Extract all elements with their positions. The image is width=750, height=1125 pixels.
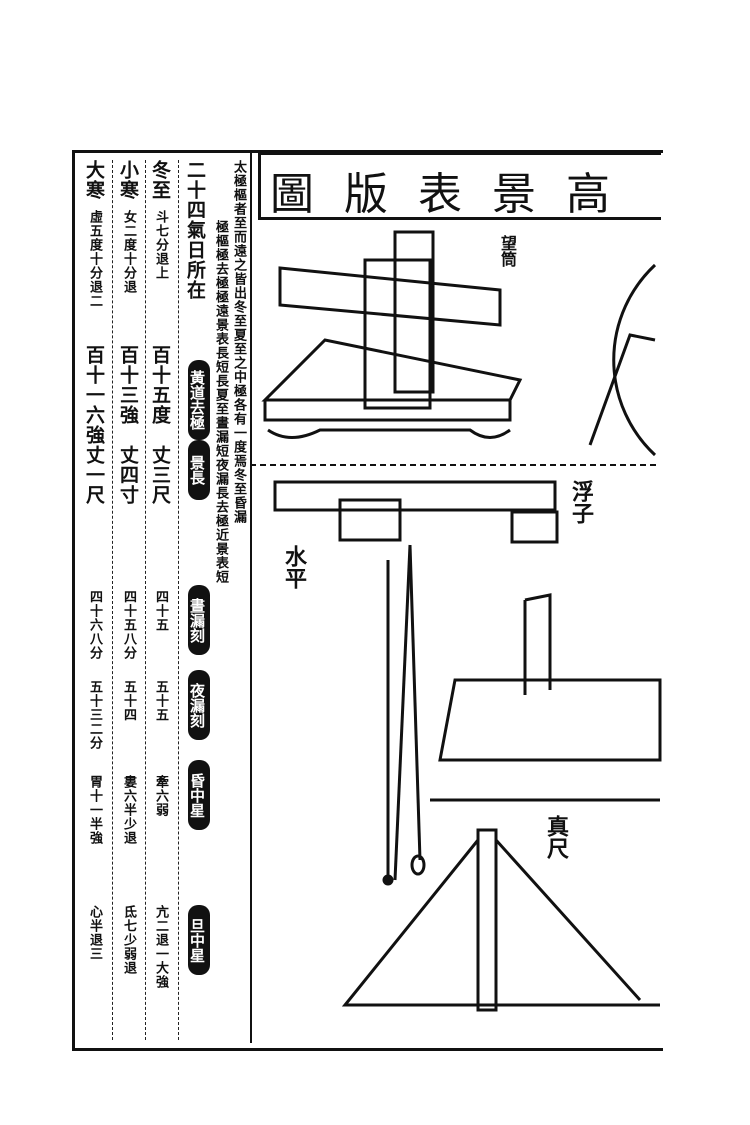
term-shadow: 丈一尺	[83, 445, 105, 505]
page-title: 圖版表景高	[270, 169, 640, 220]
term-day: 四十五八分	[121, 590, 136, 660]
row-label: 景長	[188, 440, 210, 500]
row-label: 昏中星	[188, 760, 210, 830]
term-day: 四十五	[153, 590, 168, 632]
true-ruler-label: 真尺	[543, 815, 569, 859]
term-dawn: 亢二退一大強	[153, 905, 168, 989]
term-day: 四十六八分	[87, 590, 102, 660]
row-label: 黃道去極	[188, 360, 210, 440]
column-rule	[178, 160, 179, 1040]
term-shadow: 丈三尺	[149, 445, 171, 505]
term-dawn: 心半退三	[87, 905, 102, 961]
term-night: 五十五	[153, 680, 168, 722]
term-dusk: 婁六半少退	[121, 775, 136, 845]
true-ruler-instrument	[341, 593, 662, 1012]
divider	[250, 153, 252, 1043]
row-label: 晝漏刻	[188, 585, 210, 655]
term-polar: 百十五度	[149, 345, 171, 425]
level-instrument	[273, 480, 559, 886]
sight-tube-label: 望筒	[498, 235, 517, 267]
term-sun: 斗七分退上	[153, 210, 168, 280]
level-label: 水平	[281, 545, 307, 589]
column-rule	[112, 160, 113, 1040]
term-night: 五十三二分	[87, 680, 102, 750]
term-dusk: 胃十一半強	[87, 775, 102, 845]
note-column: 極樞極去極極遠景表長短長夏至晝漏短夜漏長去極近景表短	[213, 220, 228, 584]
term-shadow: 丈四寸	[117, 445, 139, 505]
term-polar: 百十一六強	[83, 345, 105, 445]
float-label: 浮子	[568, 480, 594, 524]
note-column: 太極樞者至而遠之皆出冬至夏至之中極各有一度焉冬至昏漏	[231, 160, 246, 524]
term-dawn: 氐七少弱退	[121, 905, 136, 975]
page-frame	[72, 150, 663, 1051]
term-polar: 百十三強	[117, 345, 139, 425]
row-header: 二十四氣日所在	[184, 160, 206, 300]
term-name: 冬至	[149, 160, 171, 200]
column-rule	[145, 160, 146, 1040]
row-label: 旦中星	[188, 905, 210, 975]
term-sun: 虛五度十分退二	[87, 210, 102, 308]
term-name: 大寒	[83, 160, 105, 200]
row-label: 夜漏刻	[188, 670, 210, 740]
term-night: 五十四	[121, 680, 136, 722]
title-box	[258, 152, 661, 220]
shadow-circle	[588, 263, 657, 457]
sight-tube-instrument	[261, 230, 523, 439]
term-dusk: 牽六弱	[153, 775, 168, 817]
term-name: 小寒	[117, 160, 139, 200]
term-sun: 女二度十分退	[121, 210, 136, 294]
